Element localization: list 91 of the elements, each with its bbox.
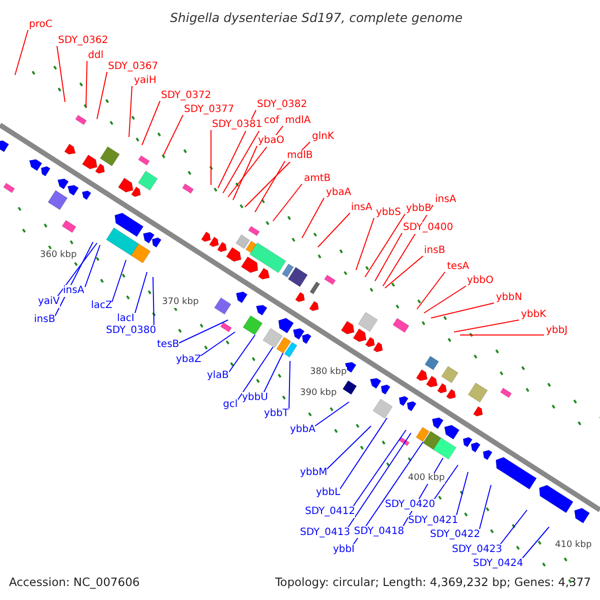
gene-label: SDY_0424 xyxy=(473,558,524,570)
leader-line xyxy=(142,100,160,146)
leader-line xyxy=(430,302,494,318)
position-label: 400 kbp xyxy=(408,473,445,484)
leader-line xyxy=(432,464,458,502)
gene-label: ybbB xyxy=(406,203,432,215)
gene-label: SDY_0377 xyxy=(184,104,234,116)
leader-line xyxy=(374,232,402,282)
gene-label: yaiV xyxy=(38,296,60,308)
gene-label: insA xyxy=(63,285,84,297)
gene-label: ybbS xyxy=(376,207,401,219)
gene-label: gcl xyxy=(223,399,238,411)
gene-label: ybbT xyxy=(264,408,289,420)
gene-label: SDY_0421 xyxy=(408,515,458,527)
gene-label: ybbL xyxy=(316,487,340,499)
gene-label: glnK xyxy=(312,131,334,143)
gene-label: SDY_0422 xyxy=(430,529,480,541)
gene-label: ybbU xyxy=(242,392,268,404)
leader-line xyxy=(356,218,374,270)
leader-line xyxy=(178,320,228,344)
leader-line xyxy=(302,198,324,238)
leader-line xyxy=(232,146,258,200)
leader-line xyxy=(352,430,406,508)
gene-label: ybbJ xyxy=(546,325,568,337)
footer-text: Topology: circular; Length: 4,369,232 bp; Genes: 4,377 xyxy=(275,574,591,591)
leader-line xyxy=(288,360,290,410)
gene-label: mdlB xyxy=(287,150,313,162)
gene-label: SDY_0372 xyxy=(161,90,212,102)
gene-label: ybaO xyxy=(258,135,284,147)
leader-line xyxy=(236,346,274,402)
leader-line xyxy=(272,184,302,222)
leader-line xyxy=(384,256,424,288)
leader-line xyxy=(478,484,492,532)
leader-line xyxy=(152,276,154,326)
gene-label: SDY_0362 xyxy=(58,35,108,47)
leader-line xyxy=(498,510,528,546)
leader-line xyxy=(346,432,412,530)
leader-line xyxy=(460,334,544,336)
footer-text: Accession: NC_007606 xyxy=(9,574,140,591)
leader-line xyxy=(262,352,284,394)
title: Shigella dysenteriae Sd197, complete genome xyxy=(170,9,463,27)
leader-line xyxy=(86,60,88,108)
leader-line xyxy=(56,242,98,298)
position-label: 380 kbp xyxy=(310,367,347,378)
leader-line xyxy=(364,214,406,278)
leader-line xyxy=(254,160,286,212)
position-label: 360 kbp xyxy=(40,250,77,261)
leader-line xyxy=(54,242,94,316)
leader-line xyxy=(96,72,108,120)
leader-line xyxy=(134,272,148,314)
gene-label: ybbM xyxy=(300,467,328,479)
gene-label: ybbA xyxy=(290,424,316,436)
leader-line xyxy=(228,334,256,372)
leader-line xyxy=(456,472,468,518)
gene-label: ybaZ xyxy=(176,354,202,366)
position-label: 410 kbp xyxy=(555,540,592,551)
position-label: 370 kbp xyxy=(162,297,199,308)
leader-line xyxy=(318,212,350,248)
leader-line xyxy=(314,402,350,426)
gene-label: SDY_0420 xyxy=(385,499,436,511)
gene-label: SDY_0423 xyxy=(452,544,502,556)
gene-label: ylaB xyxy=(207,370,229,382)
gene-label: SDY_0367 xyxy=(108,61,158,73)
gene-label: SDY_0412 xyxy=(305,506,356,518)
gene-label: SDY_0382 xyxy=(257,99,308,111)
leader-line xyxy=(326,426,372,470)
gene-label: SDY_0381 xyxy=(212,119,262,131)
gene-label: ybaA xyxy=(326,187,352,199)
leader-line xyxy=(454,320,520,332)
leader-line xyxy=(416,272,446,310)
gene-label: SDY_0380 xyxy=(106,325,156,337)
leader-line xyxy=(162,114,184,156)
leader-line xyxy=(128,86,132,138)
leader-line xyxy=(14,30,28,76)
gene-label: ybbI xyxy=(333,544,355,556)
leader-line xyxy=(56,46,66,102)
gene-label: proC xyxy=(29,19,52,31)
leader-line xyxy=(112,260,126,302)
leader-line xyxy=(210,130,212,186)
leader-line xyxy=(424,286,466,314)
leader-line xyxy=(84,244,100,288)
position-label: 390 kbp xyxy=(300,388,337,399)
gene-label: yaiH xyxy=(134,75,156,87)
gene-label: ybbO xyxy=(467,275,494,287)
leader-line xyxy=(352,442,424,546)
gene-label: SDY_0418 xyxy=(354,526,404,538)
gene-label: SDY_0413 xyxy=(300,527,350,539)
gene-label: ybbN xyxy=(496,292,522,304)
gene-label: ybbK xyxy=(521,309,546,321)
gene-label: SDY_0400 xyxy=(403,222,454,234)
leader-line xyxy=(340,418,388,490)
